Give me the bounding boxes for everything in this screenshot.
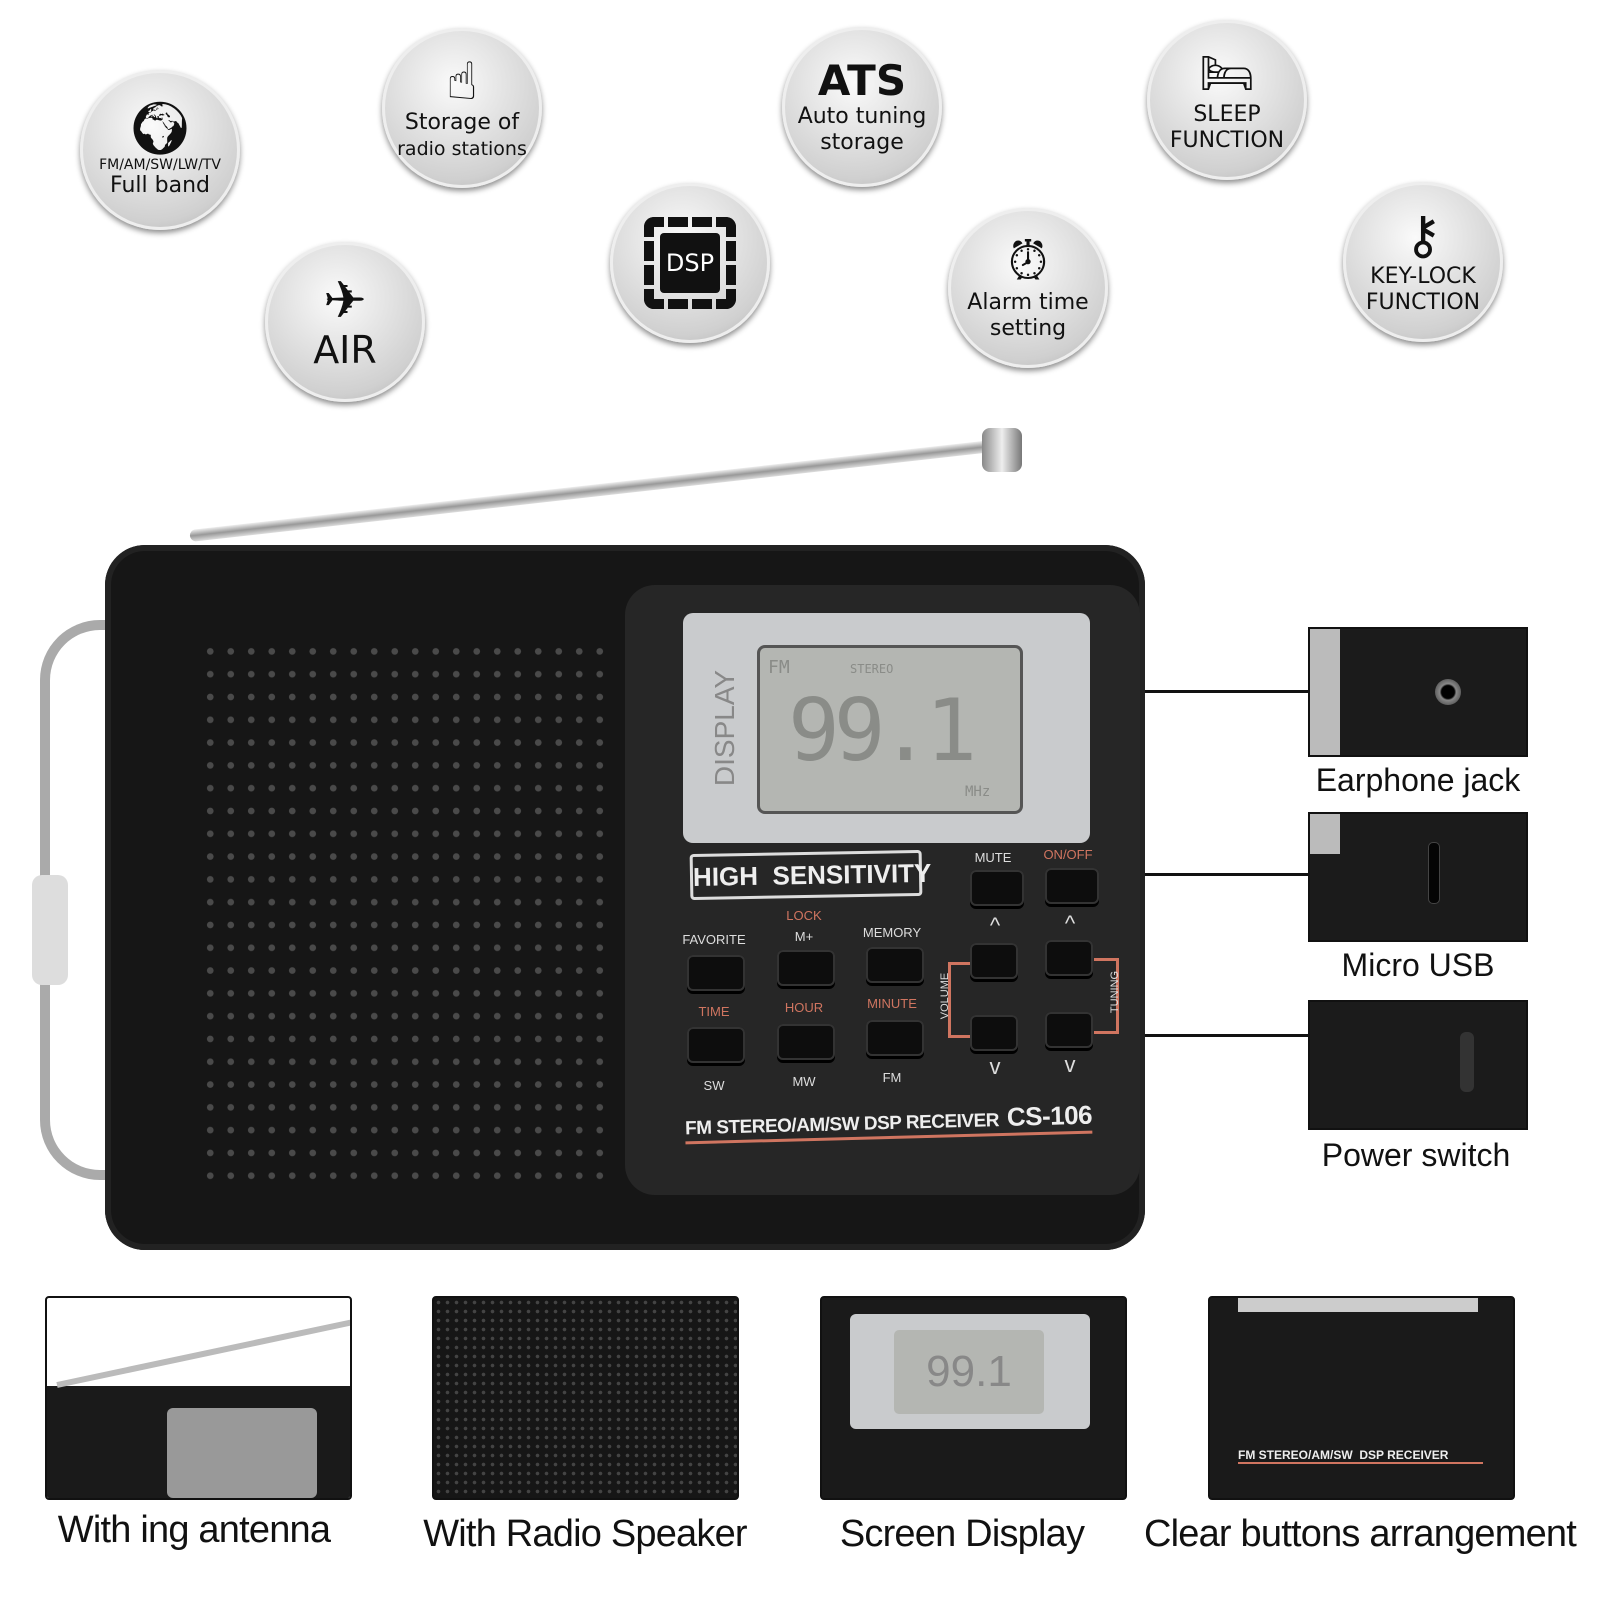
callout-line bbox=[1145, 690, 1308, 693]
power-switch-icon bbox=[1460, 1032, 1474, 1092]
earphone-jack-icon bbox=[1435, 679, 1461, 705]
thumbnail-display[interactable]: 99.1 bbox=[820, 1296, 1127, 1500]
power-button[interactable] bbox=[1045, 868, 1099, 904]
feature-full-band: 🌍︎ FM/AM/SW/LW/TV Full band bbox=[80, 70, 240, 230]
key-icon: ⚷ bbox=[1403, 206, 1443, 266]
speaker-grille bbox=[200, 640, 605, 1188]
micro-usb-closeup bbox=[1308, 812, 1528, 942]
feature-storage: ☝ Storage of radio stations bbox=[382, 28, 542, 188]
fm-button[interactable] bbox=[866, 1020, 924, 1056]
favorite-button[interactable] bbox=[687, 955, 745, 991]
thumbnail-buttons[interactable]: FM STEREO/AM/SW DSP RECEIVER bbox=[1208, 1296, 1515, 1500]
high-sensitivity-label: HIGH SENSITIVITY bbox=[689, 849, 932, 901]
display-label: DISPLAY bbox=[709, 669, 740, 787]
thumbnail-antenna[interactable] bbox=[45, 1296, 352, 1500]
antenna bbox=[189, 437, 1016, 542]
alarm-clock-icon: ⏰︎ bbox=[1007, 232, 1049, 292]
callout-line bbox=[1145, 1034, 1308, 1037]
volume-bracket bbox=[948, 962, 973, 1038]
touch-hand-icon: ☝ bbox=[446, 52, 478, 112]
antenna-tip bbox=[982, 428, 1022, 472]
mw-button[interactable] bbox=[777, 1024, 835, 1060]
tuning-bracket bbox=[1094, 958, 1119, 1034]
feature-dsp: DSP bbox=[610, 183, 770, 343]
callout-line bbox=[1145, 873, 1308, 876]
tuning-up-button[interactable] bbox=[1045, 940, 1093, 976]
usb-port-icon bbox=[1428, 842, 1440, 904]
thumbnail-speaker[interactable] bbox=[432, 1296, 739, 1500]
tuning-down-button[interactable] bbox=[1045, 1012, 1093, 1048]
memory-plus-button[interactable] bbox=[777, 950, 835, 986]
sw-button[interactable] bbox=[687, 1027, 745, 1063]
globe-icon: 🌍︎ bbox=[126, 99, 193, 159]
lcd-screen: FM STEREO 99.1 MHz bbox=[757, 645, 1023, 814]
airplane-icon: ✈ bbox=[323, 271, 367, 331]
power-switch-closeup bbox=[1308, 1000, 1528, 1130]
volume-up-button[interactable] bbox=[970, 943, 1018, 979]
mute-button[interactable] bbox=[970, 870, 1024, 906]
feature-air: ✈ AIR bbox=[265, 242, 425, 402]
chip-icon: DSP bbox=[644, 217, 736, 309]
feature-ats: ATS Auto tuning storage bbox=[782, 27, 942, 187]
strap-clip bbox=[32, 875, 68, 985]
feature-keylock: ⚷ KEY-LOCK FUNCTION bbox=[1343, 182, 1503, 342]
earphone-jack-closeup bbox=[1308, 627, 1528, 757]
feature-alarm: ⏰︎ Alarm time setting bbox=[948, 208, 1108, 368]
volume-down-button[interactable] bbox=[970, 1015, 1018, 1051]
bed-icon: 🛏︎ bbox=[1199, 48, 1255, 99]
feature-sleep: 🛏︎ SLEEP FUNCTION bbox=[1147, 20, 1307, 180]
memory-button[interactable] bbox=[866, 947, 924, 983]
frequency-readout: 99.1 bbox=[788, 681, 977, 781]
